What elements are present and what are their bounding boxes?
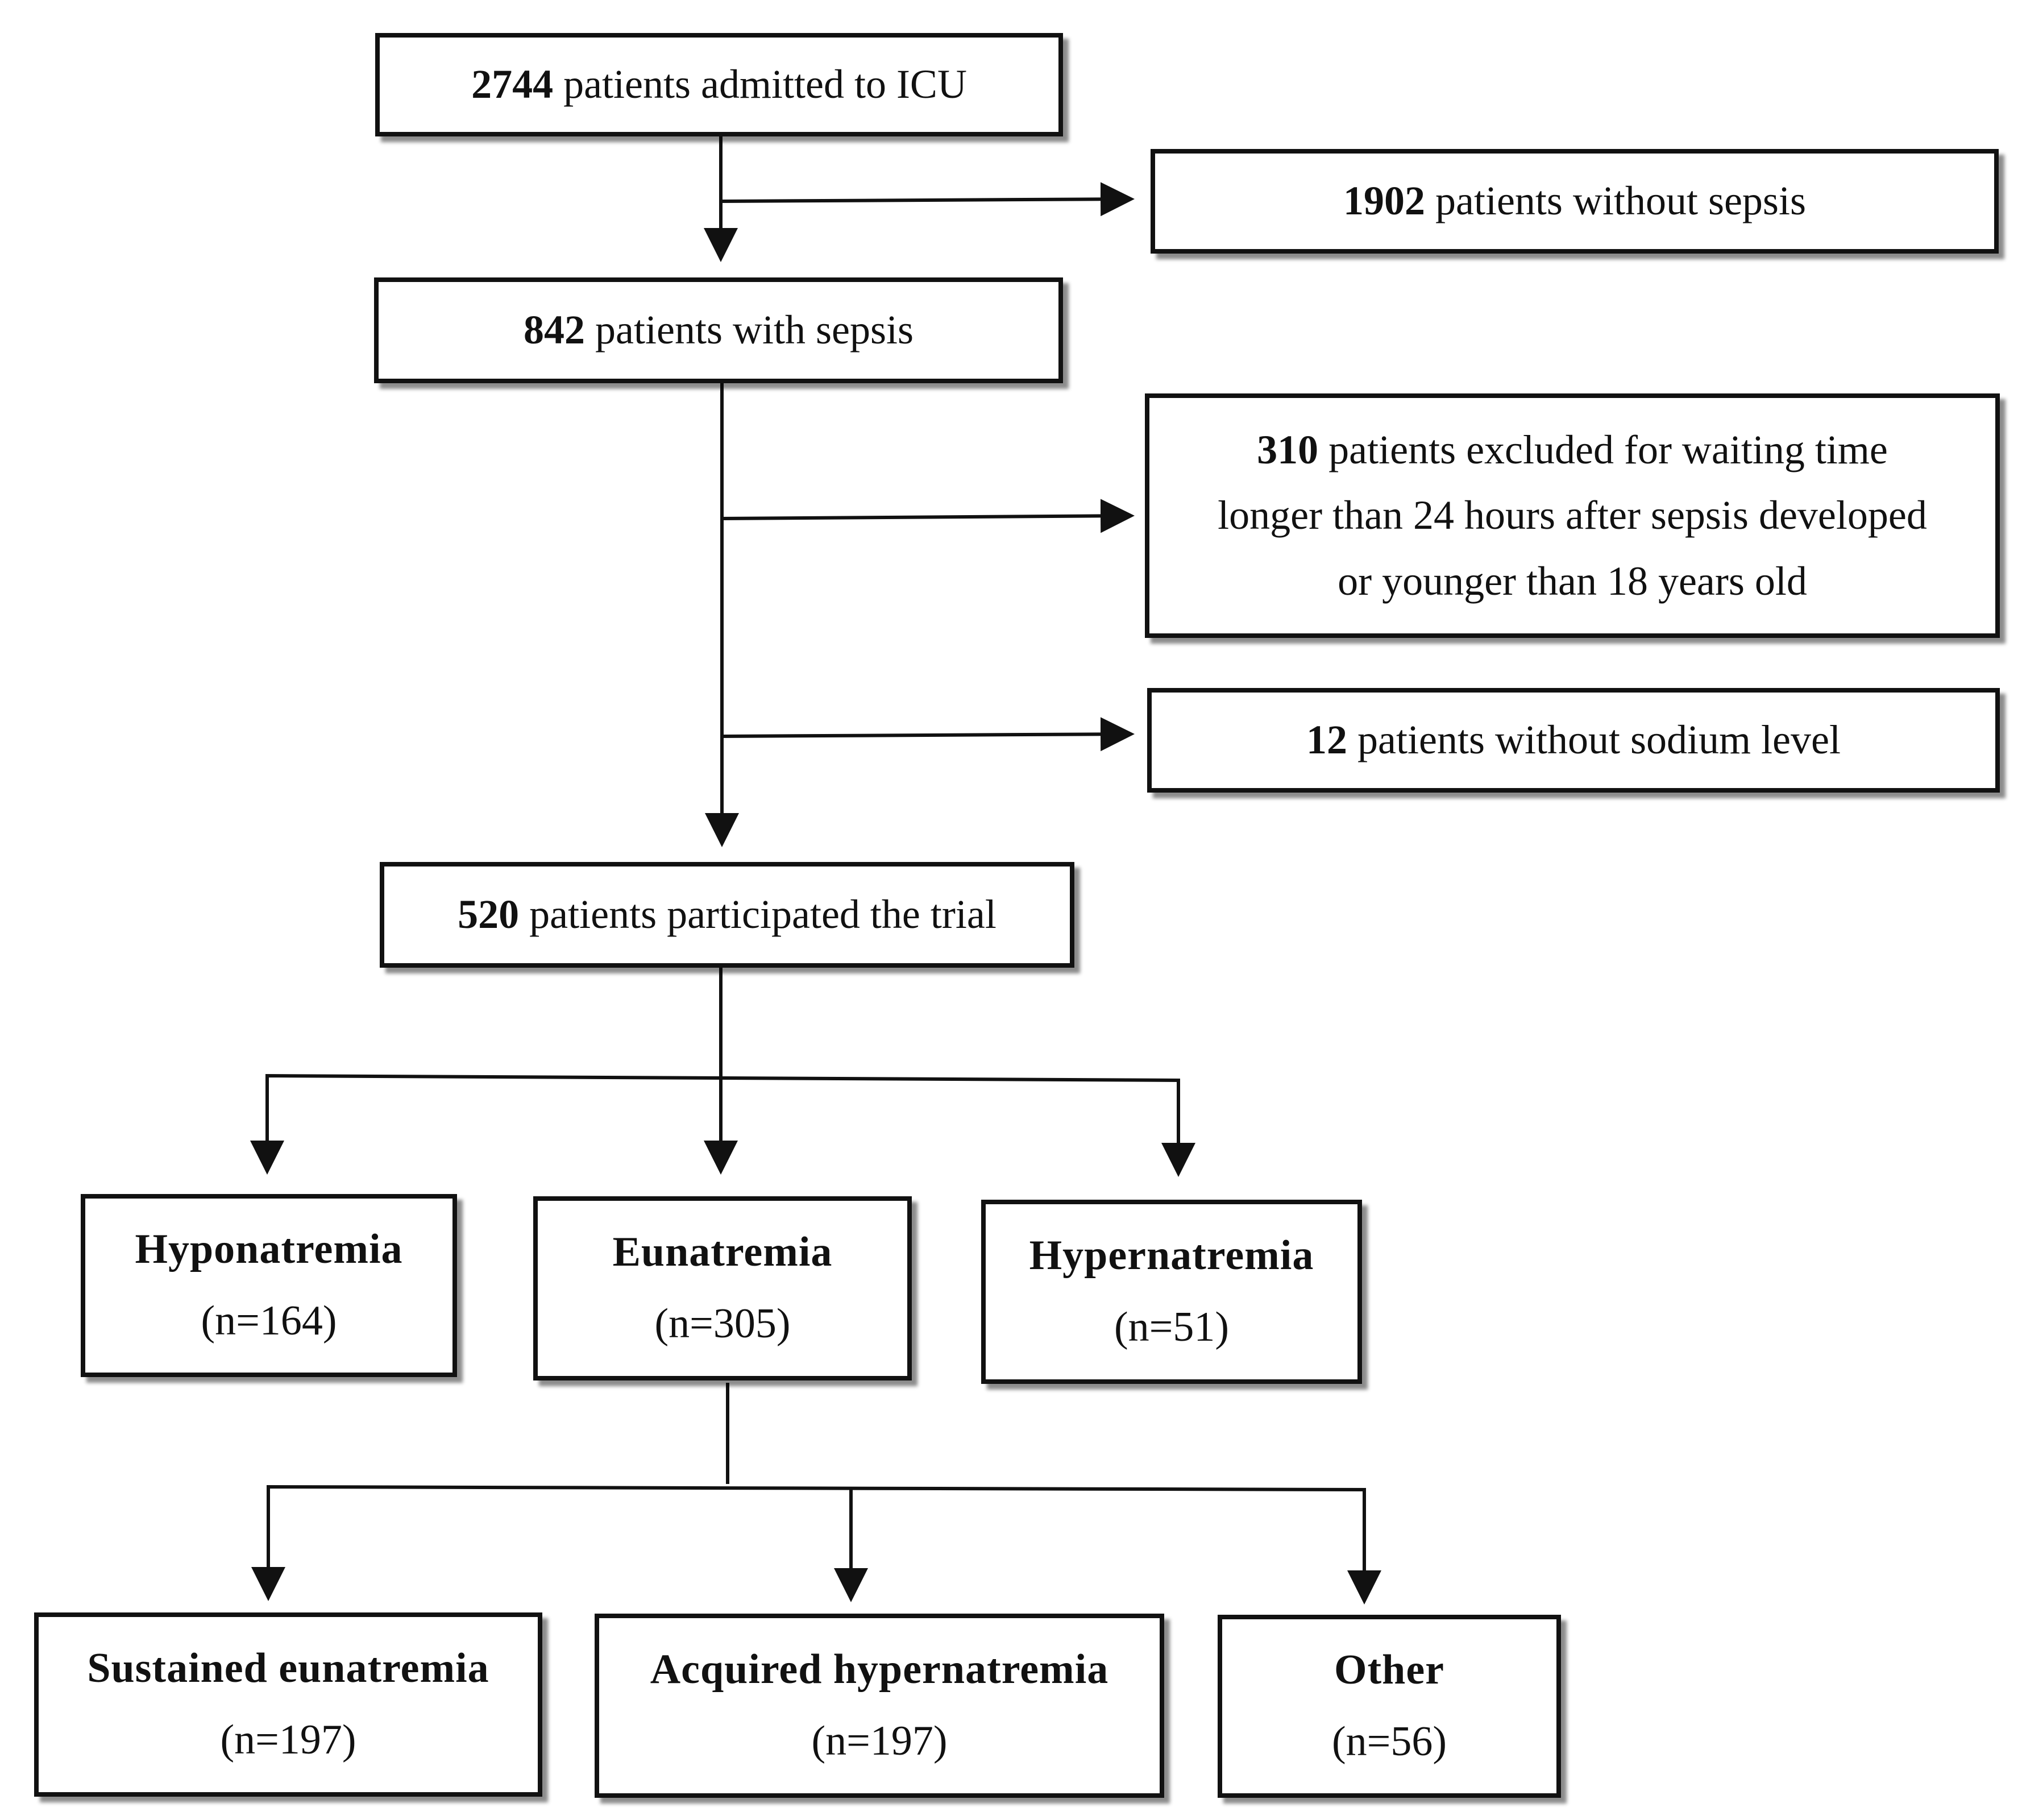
- participated-count: 520: [458, 892, 520, 938]
- eunatremia-title: Eunatremia: [612, 1229, 833, 1276]
- sustained-title: Sustained eunatremia: [87, 1645, 489, 1692]
- acquired-title: Acquired hypernatremia: [650, 1646, 1109, 1693]
- eunatremia-count: (n=305): [654, 1300, 791, 1347]
- excluded-count: 310: [1257, 427, 1319, 473]
- sepsis-count: 842: [524, 307, 586, 353]
- sepsis-label: patients with sepsis: [595, 307, 914, 353]
- box-hyponatremia: Hyponatremia (n=164): [81, 1194, 457, 1377]
- acquired-count: (n=197): [811, 1718, 948, 1764]
- hyponatremia-title: Hyponatremia: [135, 1226, 403, 1273]
- box-hypernatremia: Hypernatremia (n=51): [981, 1200, 1362, 1384]
- hypernatremia-count: (n=51): [1114, 1304, 1230, 1350]
- box-no-sepsis-text: 1902 patients without sepsis: [1343, 168, 1806, 234]
- other-title: Other: [1334, 1647, 1445, 1694]
- hypernatremia-title: Hypernatremia: [1029, 1232, 1314, 1279]
- box-admitted-text: 2744 patients admitted to ICU: [471, 52, 967, 117]
- box-no-sodium: 12 patients without sodium level: [1147, 688, 2000, 793]
- box-admitted: 2744 patients admitted to ICU: [375, 33, 1063, 136]
- arrow-to-excluded: [721, 499, 1135, 533]
- split-line-level-1: [265, 1073, 1195, 1177]
- box-sepsis: 842 patients with sepsis: [374, 277, 1063, 383]
- box-no-sodium-text: 12 patients without sodium level: [1306, 707, 1841, 773]
- no-sodium-count: 12: [1306, 717, 1348, 763]
- admitted-label: patients admitted to ICU: [563, 61, 967, 107]
- box-sepsis-text: 842 patients with sepsis: [524, 297, 914, 363]
- split-line-level-2: [267, 1485, 1381, 1605]
- excluded-label-line1: patients excluded for waiting time: [1328, 427, 1888, 473]
- other-count: (n=56): [1331, 1718, 1447, 1765]
- box-excluded-line1: 310 patients excluded for waiting time: [1257, 417, 1888, 483]
- hyponatremia-count: (n=164): [201, 1297, 337, 1344]
- arrow-to-no-sodium: [721, 717, 1135, 752]
- admitted-count: 2744: [471, 61, 554, 107]
- box-acquired-hypernatremia: Acquired hypernatremia (n=197): [595, 1614, 1164, 1798]
- box-participated: 520 patients participated the trial: [380, 862, 1074, 968]
- excluded-label-line2: longer than 24 hours after sepsis develo…: [1218, 492, 1927, 538]
- excluded-label-line3: or younger than 18 years old: [1338, 558, 1807, 604]
- sustained-count: (n=197): [220, 1717, 356, 1763]
- no-sodium-label: patients without sodium level: [1357, 717, 1841, 763]
- box-other: Other (n=56): [1218, 1615, 1561, 1798]
- no-sepsis-label: patients without sepsis: [1435, 178, 1806, 224]
- box-sustained-eunatremia: Sustained eunatremia (n=197): [34, 1612, 542, 1797]
- box-participated-text: 520 patients participated the trial: [458, 882, 997, 947]
- no-sepsis-count: 1902: [1343, 178, 1425, 224]
- box-no-sepsis: 1902 patients without sepsis: [1151, 149, 1999, 254]
- box-eunatremia: Eunatremia (n=305): [533, 1196, 912, 1380]
- box-excluded: 310 patients excluded for waiting time l…: [1145, 393, 2000, 638]
- arrow-to-no-sepsis: [720, 182, 1135, 217]
- participated-label: patients participated the trial: [529, 892, 997, 938]
